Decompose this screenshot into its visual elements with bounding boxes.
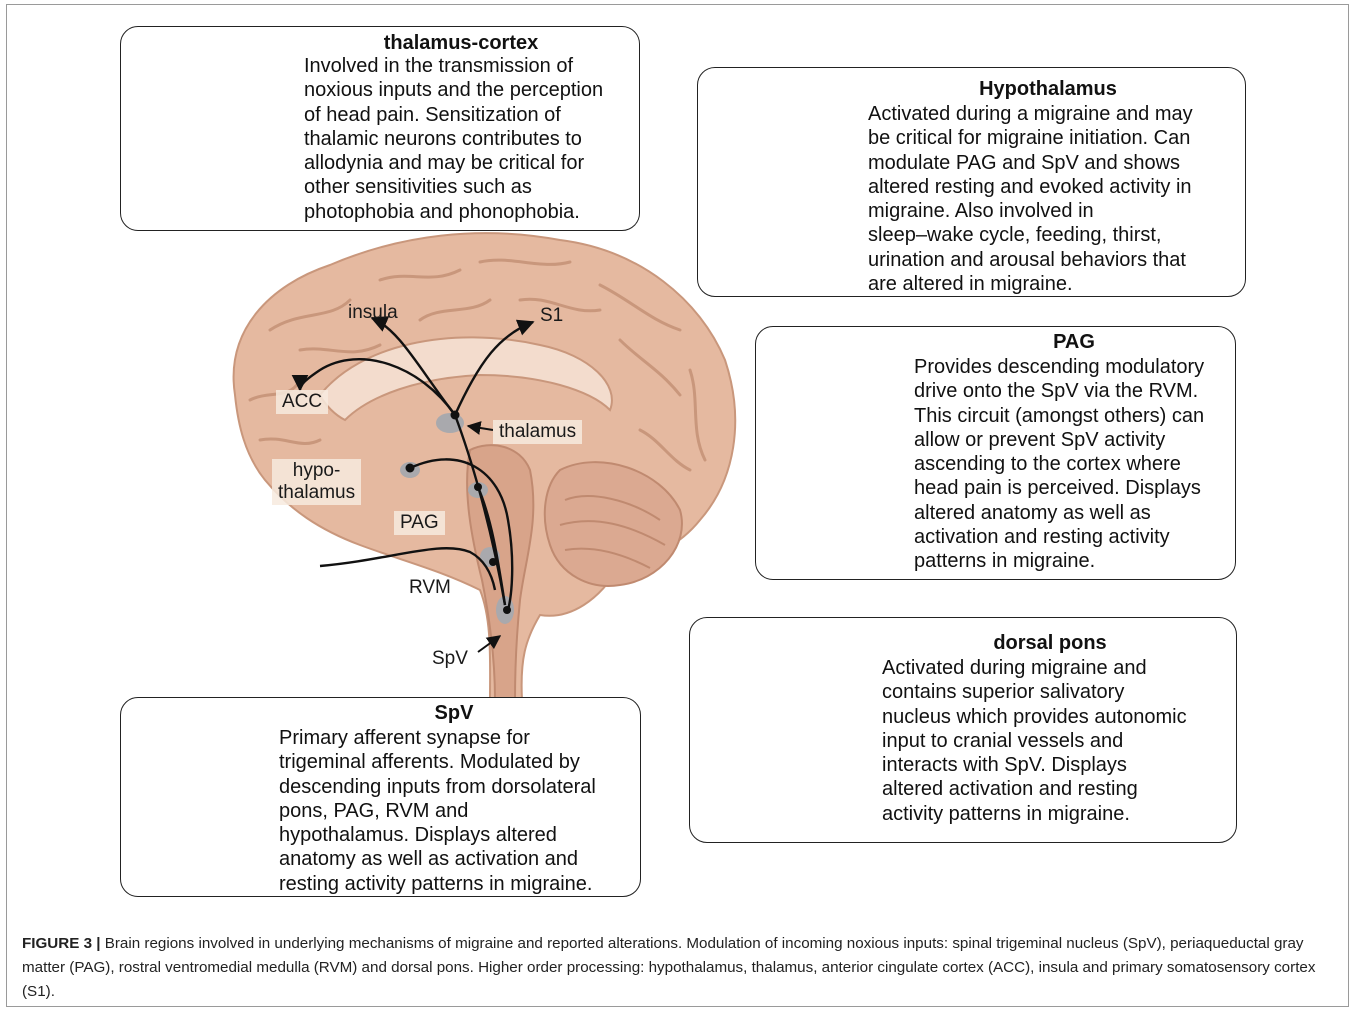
caption-label: FIGURE 3 | xyxy=(22,935,101,952)
box-text: Provides descending modulatory drive ont… xyxy=(914,355,1234,574)
dorsal-pons-box: dorsal pons Activated during migraine an… xyxy=(689,617,1237,843)
box-title: thalamus-cortex xyxy=(301,32,621,55)
label-hypothalamus: hypo- thalamus xyxy=(272,459,361,505)
caption-text: Brain regions involved in underlying mec… xyxy=(22,935,1315,1000)
box-title: Hypothalamus xyxy=(868,78,1228,101)
box-title: dorsal pons xyxy=(882,632,1218,655)
label-pag: PAG xyxy=(394,511,445,535)
box-title: SpV xyxy=(279,702,629,725)
pag-box: PAG Provides descending modulatory drive… xyxy=(755,326,1236,580)
box-text: Activated during migraine and contains s… xyxy=(882,656,1222,826)
box-text: Involved in the transmission of noxious … xyxy=(304,54,634,224)
hypothalamus-box: Hypothalamus Activated during a migraine… xyxy=(697,67,1246,297)
label-acc: ACC xyxy=(276,390,328,414)
box-text: Activated during a migraine and may be c… xyxy=(868,102,1238,296)
label-rvm: RVM xyxy=(409,577,451,599)
label-spv: SpV xyxy=(432,648,468,670)
box-text: Primary afferent synapse for trigeminal … xyxy=(279,726,634,896)
label-thalamus: thalamus xyxy=(493,420,582,444)
figure-caption: FIGURE 3 | Brain regions involved in und… xyxy=(22,932,1332,1004)
label-insula: insula xyxy=(348,302,398,324)
spv-box: SpV Primary afferent synapse for trigemi… xyxy=(120,697,641,897)
label-s1: S1 xyxy=(540,305,563,327)
thalamus-cortex-box: thalamus-cortex Involved in the transmis… xyxy=(120,26,640,231)
box-title: PAG xyxy=(914,331,1234,354)
